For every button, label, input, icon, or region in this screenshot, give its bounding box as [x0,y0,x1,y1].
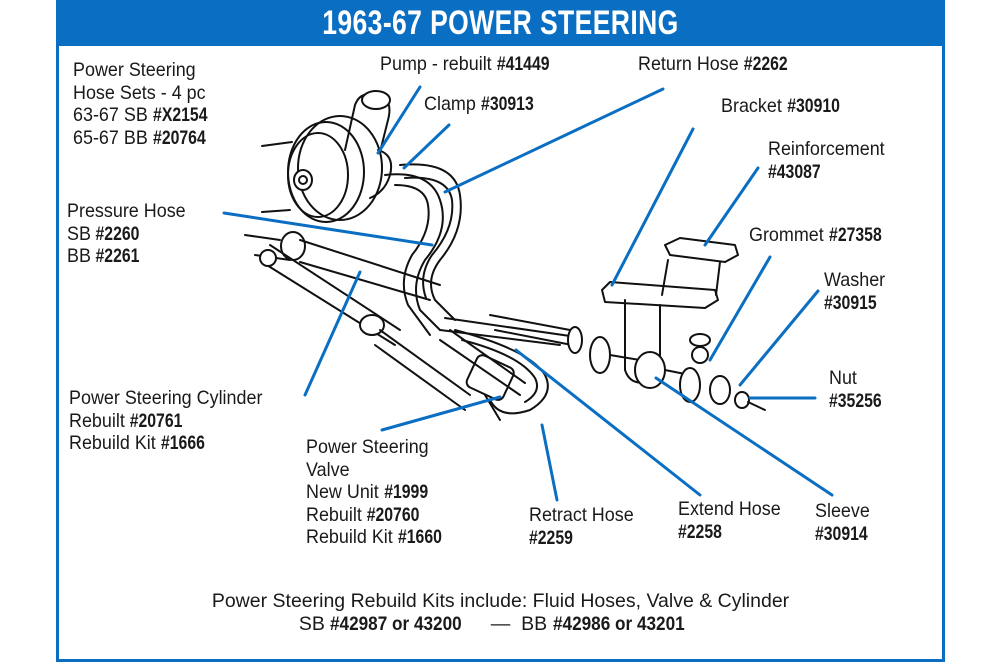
part-number: #X2154 [152,104,208,126]
label-text: Power Steering [73,59,196,81]
part-number: #41449 [496,53,550,75]
label-valve: Power Steering Valve New Unit #1999 Rebu… [306,436,448,549]
label-reinforcement: Reinforcement #43087 [768,138,885,183]
part-number: #1999 [383,481,428,503]
bracket-drawing [601,237,739,389]
leader-extend-hose [514,348,702,497]
label-sleeve: Sleeve #30914 [815,500,875,545]
leader-reinforcement [703,166,760,247]
valve-drawing [439,329,526,421]
leader-bracket [610,127,695,287]
part-number: #30913 [480,93,534,115]
leader-washer [738,289,820,387]
hoses-drawing [384,163,571,415]
label-text: Return Hose [638,53,744,75]
label-text: Pressure Hose [67,200,186,222]
label-cylinder: Power Steering Cylinder Rebuilt #20761 R… [69,387,262,455]
part-number: #2261 [95,245,140,267]
label-text: Washer [824,269,886,291]
label-text: Rebuilt [306,503,367,526]
label-text: Retract Hose [529,504,634,526]
label-text: SB [67,222,96,245]
part-number: #2259 [529,526,573,549]
label-clamp: Clamp #30913 [424,93,541,116]
rebuild-kits-part-numbers: SB #42987 or 43200 — BB #42986 or 43201 [56,613,945,636]
label-text: 65-67 BB [73,126,153,149]
label-nut: Nut #35256 [829,367,889,412]
part-number: #42986 or 43201 [552,612,685,635]
leader-sleeve [654,376,834,497]
part-number: #35256 [829,389,882,412]
callout-leader-lines [222,85,834,502]
rod-drawing [489,314,641,374]
part-number: #20760 [366,503,420,526]
label-text: New Unit [306,481,384,503]
part-number: #30915 [824,291,877,314]
label-text: 63-67 SB [73,104,153,126]
rebuild-kits-note: Power Steering Rebuild Kits include: Flu… [56,590,945,635]
label-text: Hose Sets - 4 pc [73,81,206,104]
rebuild-kits-description: Power Steering Rebuild Kits include: Flu… [211,590,790,612]
label-pressure-hose: Pressure Hose SB #2260 BB #2261 [67,200,186,268]
part-number: #20764 [152,126,206,149]
leader-pressure-hose [222,211,434,247]
label-text: Bracket [721,95,787,117]
label-grommet: Grommet #27358 [749,224,889,247]
label-text: BB [521,612,553,635]
label-hose-sets: Power Steering Hose Sets - 4 pc 63-67 SB… [73,59,215,149]
label-text: Clamp [424,93,481,115]
part-number: #30914 [815,522,868,545]
label-text: Power Steering [306,436,429,458]
separator: — [479,612,522,635]
label-retract-hose: Retract Hose #2259 [529,504,634,549]
part-number: #30910 [786,95,840,117]
leader-clamp [402,123,451,170]
label-text: Pump - rebuilt [380,53,497,75]
leader-cylinder [303,270,362,397]
label-text: Extend Hose [678,498,781,520]
label-text: Nut [829,367,857,389]
part-number: #42987 or 43200 [330,612,462,635]
diagram-title: 1963-67 POWER STEERING [322,4,679,42]
label-text: Power Steering Cylinder [69,387,263,409]
part-number: #27358 [828,224,882,246]
part-number: #2258 [678,520,722,543]
title-bar: 1963-67 POWER STEERING [56,0,945,46]
label-text: Rebuilt [69,409,130,432]
label-text: Reinforcement [768,138,885,160]
label-text: Sleeve [815,500,870,522]
leader-retract-hose [540,423,559,502]
leader-return-hose [443,87,665,194]
part-number: #1660 [397,526,442,548]
part-number: #20761 [129,409,183,432]
label-washer: Washer #30915 [824,269,885,314]
label-pump: Pump - rebuilt #41449 [380,53,557,76]
pump-drawing [261,90,393,223]
leader-valve [380,395,502,432]
label-text: BB [67,245,96,267]
label-bracket: Bracket #30910 [721,95,847,118]
part-number: #43087 [768,160,821,183]
label-return-hose: Return Hose #2262 [638,53,794,76]
label-text: SB [298,612,331,635]
label-text: Valve [306,458,350,481]
cylinder-drawing [244,231,471,411]
part-number: #2260 [95,222,140,245]
leader-pump [376,85,422,155]
exploded-parts-drawing [244,90,766,421]
label-text: Rebuild Kit [69,432,161,454]
part-number: #2262 [743,53,788,75]
hardware-drawing [679,333,766,411]
label-extend-hose: Extend Hose #2258 [678,498,781,543]
label-text: Grommet [749,224,829,246]
label-text: Rebuild Kit [306,526,398,548]
part-number: #1666 [160,432,205,454]
leader-grommet [708,255,772,362]
